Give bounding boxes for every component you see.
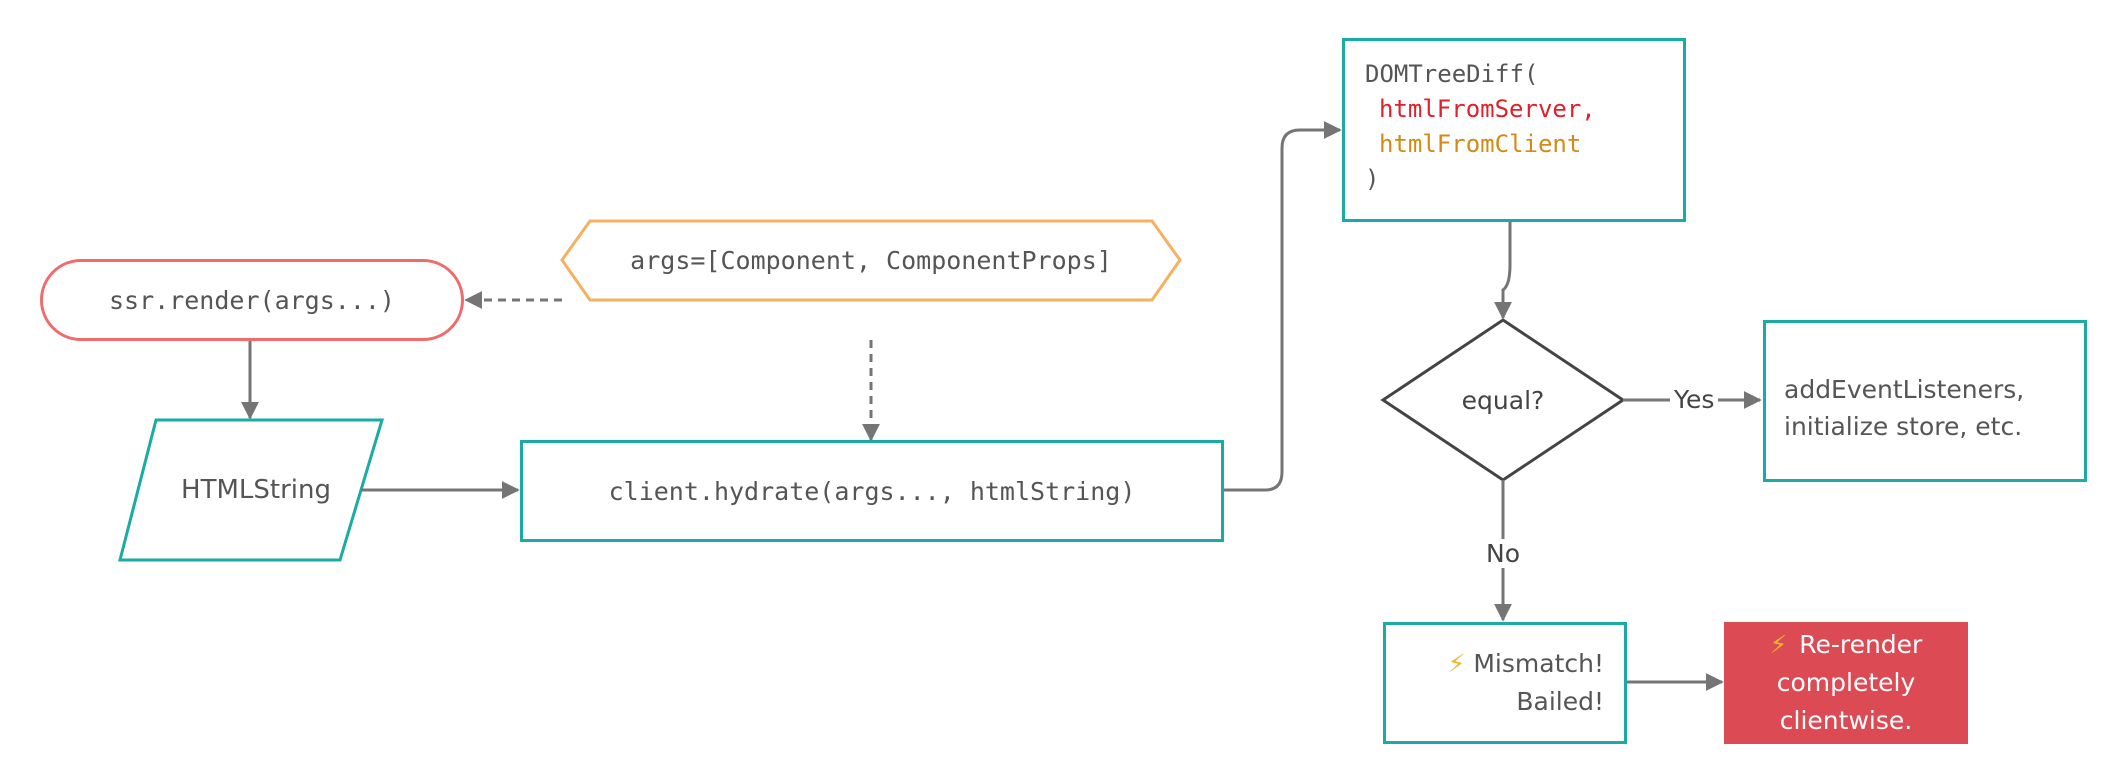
- mismatch-node: ⚡Mismatch! Bailed!: [1383, 622, 1627, 744]
- diff-to-equal-connector: [1494, 222, 1512, 320]
- event-listeners-node: addEventListeners, initialize store, etc…: [1763, 320, 2087, 482]
- html-string-parallelogram: [118, 418, 385, 562]
- dom-tree-diff-node: DOMTreeDiff( htmlFromServer, htmlFromCli…: [1342, 38, 1686, 222]
- yes-edge-label: Yes: [1670, 385, 1719, 414]
- equal-node: equal?: [1423, 375, 1583, 425]
- rerender-node: ⚡ Re-render completely clientwise.: [1724, 622, 1968, 744]
- dom-tree-diff-close: ): [1365, 165, 1380, 193]
- ssr-render-label: ssr.render(args...): [109, 285, 395, 315]
- args-label: args=[Component, ComponentProps]: [630, 246, 1112, 275]
- no-edge-label: No: [1482, 539, 1524, 568]
- hydrate-label: client.hydrate(args..., htmlString): [608, 476, 1136, 506]
- rerender-line3: clientwise.: [1779, 706, 1913, 735]
- lightning-icon: ⚡: [1447, 649, 1466, 678]
- html-string-node: HTMLString: [150, 420, 362, 560]
- mismatch-line2: Bailed!: [1516, 687, 1604, 716]
- hydrate-node: client.hydrate(args..., htmlString): [520, 440, 1224, 542]
- lightning-icon: ⚡: [1769, 630, 1788, 659]
- rerender-line1: Re-render: [1799, 630, 1923, 659]
- dom-tree-diff-arg-client: htmlFromClient: [1379, 130, 1582, 158]
- html-string-label: HTMLString: [181, 475, 331, 505]
- args-hexagon: [560, 219, 1182, 302]
- args-node: args=[Component, ComponentProps]: [590, 221, 1152, 300]
- event-listeners-line1: addEventListeners,: [1784, 375, 2025, 404]
- rerender-line2: completely: [1776, 668, 1916, 697]
- mismatch-line1: Mismatch!: [1473, 649, 1604, 678]
- hydrate-to-diff-connector: [1222, 121, 1342, 492]
- event-listeners-line2: initialize store, etc.: [1784, 412, 2023, 441]
- mismatch-line1-row: ⚡Mismatch!: [1448, 645, 1604, 683]
- rerender-line1-row: ⚡ Re-render: [1770, 626, 1923, 664]
- equal-label: equal?: [1461, 385, 1545, 415]
- dom-tree-diff-arg-server: htmlFromServer,: [1379, 95, 1596, 123]
- dom-tree-diff-open: DOMTreeDiff(: [1365, 60, 1539, 88]
- ssr-render-node: ssr.render(args...): [40, 259, 464, 341]
